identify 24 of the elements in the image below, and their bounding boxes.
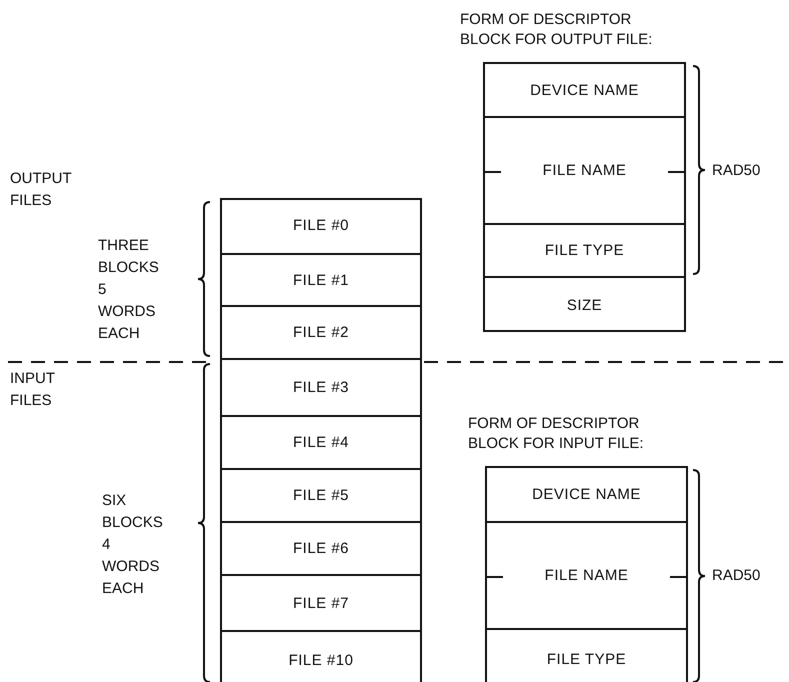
annotation-text: OUTPUT FILES xyxy=(10,169,72,211)
field-name: FILE TYPE xyxy=(544,242,624,259)
field-name: FILE #3 xyxy=(292,379,350,396)
annotation-text: RAD50 xyxy=(712,161,762,181)
field-name: FILE #4 xyxy=(292,434,350,451)
field-name: FILE #1 xyxy=(292,272,350,288)
annotation-text: SIX BLOCKS 4 WORDS EACH xyxy=(102,491,164,599)
field-name: FILE #5 xyxy=(292,487,350,504)
annotation-text: RAD50 xyxy=(712,566,762,586)
field-name: FILE #0 xyxy=(292,217,350,234)
field-name: FILE NAME xyxy=(542,162,626,179)
field-name: FILE #7 xyxy=(292,594,350,612)
field-name: FILE NAME xyxy=(544,567,628,584)
block-heading: FORM OF DESCRIPTOR BLOCK FOR INPUT FILE: xyxy=(468,414,645,454)
field-name: FILE #6 xyxy=(292,540,350,557)
annotation-text: INPUT FILES xyxy=(10,369,56,411)
field-name: DEVICE NAME xyxy=(532,486,641,503)
annotation-text: THREE BLOCKS 5 WORDS EACH xyxy=(98,236,160,344)
field-name: SIZE xyxy=(566,296,602,314)
field-name: FILE TYPE xyxy=(546,650,626,668)
block-heading: FORM OF DESCRIPTOR BLOCK FOR OUTPUT FILE: xyxy=(460,10,654,50)
field-name: FILE #10 xyxy=(288,652,354,668)
field-name: DEVICE NAME xyxy=(530,82,639,99)
field-name: FILE #2 xyxy=(292,324,350,341)
